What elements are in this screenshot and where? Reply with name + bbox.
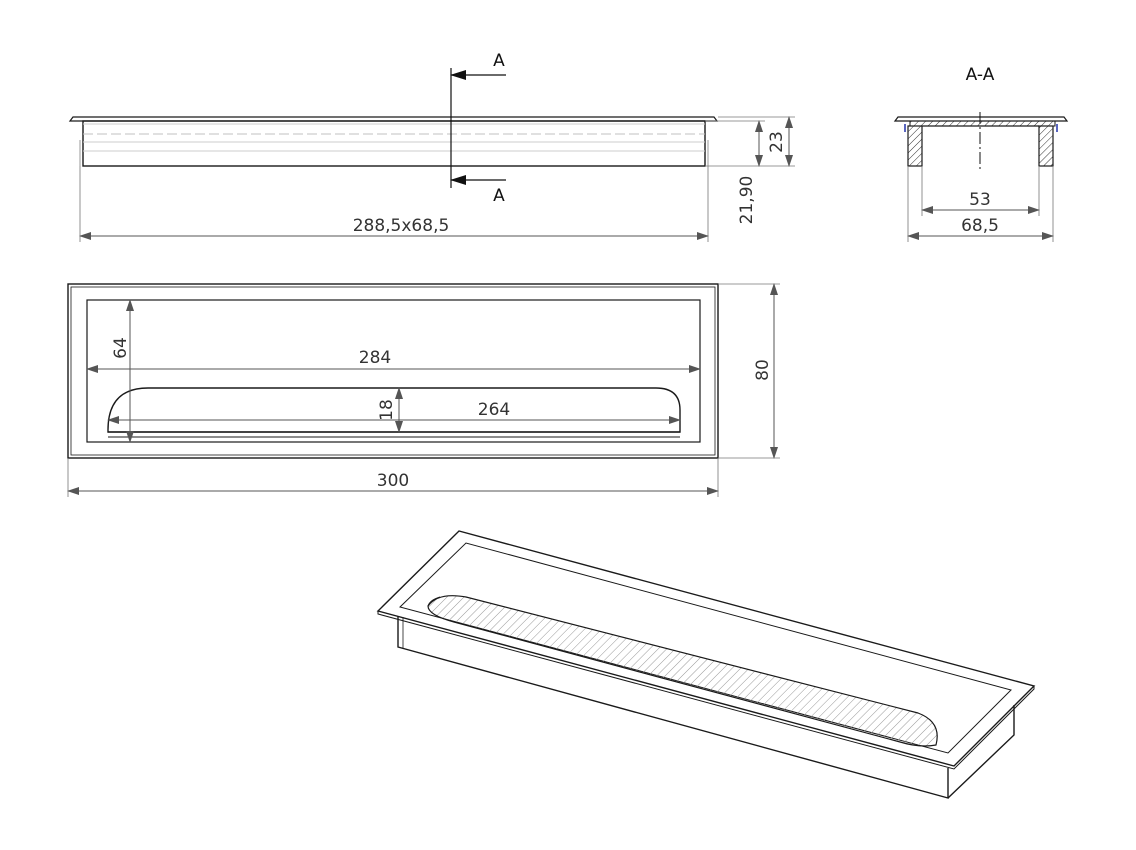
dim-section-outer: 68,5	[961, 216, 999, 236]
section-right-wall	[1038, 125, 1054, 167]
dim-overall-length: 300	[377, 471, 409, 491]
isometric-view	[376, 530, 1036, 799]
dim-overall-height: 80	[753, 359, 773, 381]
top-view: 284 64 264 18 80 300	[67, 283, 780, 497]
dim-inner-length: 284	[359, 348, 391, 368]
top-outer-frame	[67, 283, 719, 459]
iso-slot	[427, 595, 938, 747]
dim-section-inner: 53	[969, 190, 991, 210]
dim-inner-height: 64	[111, 337, 131, 359]
dim-slot-length: 264	[478, 400, 510, 420]
front-body	[82, 120, 706, 167]
section-marker-bottom: A	[493, 186, 505, 206]
dim-front-height: 23	[767, 131, 787, 153]
front-view: A A 288,5x68,5 23 21,90	[68, 51, 795, 242]
iso-body	[397, 616, 949, 799]
dim-front-length: 288,5x68,5	[353, 216, 450, 236]
section-marker-top: A	[493, 51, 505, 71]
section-title: A-A	[966, 65, 995, 85]
section-view: A-A 53 68,5	[893, 65, 1069, 242]
dim-slot-height: 18	[377, 399, 397, 421]
section-left-wall	[907, 125, 923, 167]
dim-front-depth: 21,90	[737, 176, 757, 225]
